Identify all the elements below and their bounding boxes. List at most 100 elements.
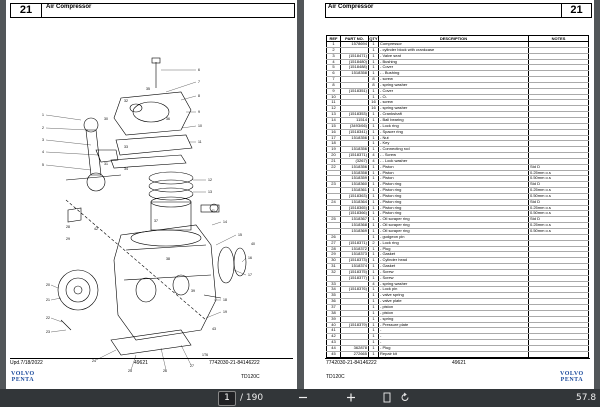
left-page-number: 21 [19, 4, 33, 16]
table-cell: 272665 [340, 351, 369, 358]
callout-number: 16 [248, 256, 252, 260]
right-footer-model: TD120C [326, 374, 345, 380]
table-cell [528, 59, 589, 66]
table-cell [528, 111, 589, 118]
page-total: / 190 [240, 393, 264, 403]
callout-number: 24 [92, 359, 96, 363]
diagram-code: 1T6 [202, 353, 208, 357]
callout-number: 14 [223, 220, 227, 224]
diagram-parts [57, 57, 247, 356]
callout-number: 26 [163, 369, 167, 373]
callout-number: 10 [198, 124, 202, 128]
left-footer-rule [10, 358, 293, 359]
callout-number: 38 [166, 257, 170, 261]
callout-number: 1 [42, 113, 44, 117]
table-row: 30(1518373)1- Cylinder head [326, 257, 589, 265]
left-footer-model: TD120C [241, 374, 260, 380]
table-cell: Std D [528, 199, 589, 206]
table-cell [528, 339, 589, 346]
table-cell: 45 [326, 351, 341, 358]
table-cell [528, 263, 589, 270]
callout-number: 3 [42, 138, 44, 142]
table-cell [528, 281, 589, 288]
fit-page-icon[interactable] [382, 392, 392, 403]
callout-number: 12 [208, 178, 212, 182]
page-number-input[interactable]: 1 [218, 391, 236, 406]
callout-number: 25 [128, 369, 132, 373]
table-cell: Repair kit [378, 351, 529, 358]
table-cell [528, 88, 589, 95]
callout-numbers: 1234567891011121314151617181920212223242… [42, 68, 255, 373]
table-cell [528, 123, 589, 130]
table-cell [528, 105, 589, 113]
rotate-icon[interactable] [400, 392, 410, 403]
callout-number: 41 [211, 209, 215, 213]
table-cell [528, 292, 589, 300]
table-cell [528, 316, 589, 323]
left-page: 21 Air Compressor [6, 0, 297, 389]
exploded-diagram: 1234567891011121314151617181920212223242… [42, 57, 255, 373]
table-cell [528, 240, 589, 247]
callout-number: 31 [104, 162, 108, 166]
right-footer-rule [325, 358, 590, 359]
leader-lines [45, 69, 247, 371]
callout-number: 5 [42, 163, 44, 167]
column-header: QTY [368, 35, 379, 42]
callout-number: 43 [212, 327, 216, 331]
table-row: (1518377)1- Screw [326, 275, 589, 282]
table-cell [528, 333, 589, 341]
table-cell [528, 64, 589, 72]
callout-number: 6 [198, 68, 200, 72]
zoom-level[interactable]: 57.8 [576, 393, 597, 403]
table-cell [528, 234, 589, 241]
table-cell [528, 327, 589, 335]
table-cell [528, 298, 589, 305]
zoom-in-icon[interactable] [346, 392, 356, 403]
table-cell [528, 286, 589, 294]
table-cell [528, 246, 589, 253]
table-row: 16(1518341)1- Spacer ring [326, 129, 589, 136]
callout-number: 21 [46, 298, 50, 302]
table-cell [528, 275, 589, 282]
table-cell [528, 146, 589, 154]
table-cell [528, 322, 589, 329]
table-cell [528, 152, 589, 159]
callout-number: 32 [124, 99, 128, 103]
left-footer-date: Upd.7/18/2022 [10, 360, 43, 366]
table-row: 20(1518371)4- - Screw [326, 152, 589, 159]
callout-number: 30 [104, 117, 108, 121]
table-cell [528, 41, 589, 48]
table-row: 32(1518375)1- Screw [326, 269, 589, 276]
zoom-out-icon[interactable] [298, 392, 308, 403]
table-cell: 1 [368, 351, 379, 358]
table-cell [528, 269, 589, 276]
right-footer-code: 49621 [452, 360, 466, 366]
callout-number: 20 [46, 283, 50, 287]
table-row: 3(1518471)1- Valve seat [326, 53, 589, 60]
table-row: 13(1518353)1- Crankshaft [326, 111, 589, 118]
callout-number: 9 [198, 110, 200, 114]
callout-number: 17 [248, 273, 252, 277]
table-cell [528, 99, 589, 107]
table-cell [528, 158, 589, 165]
